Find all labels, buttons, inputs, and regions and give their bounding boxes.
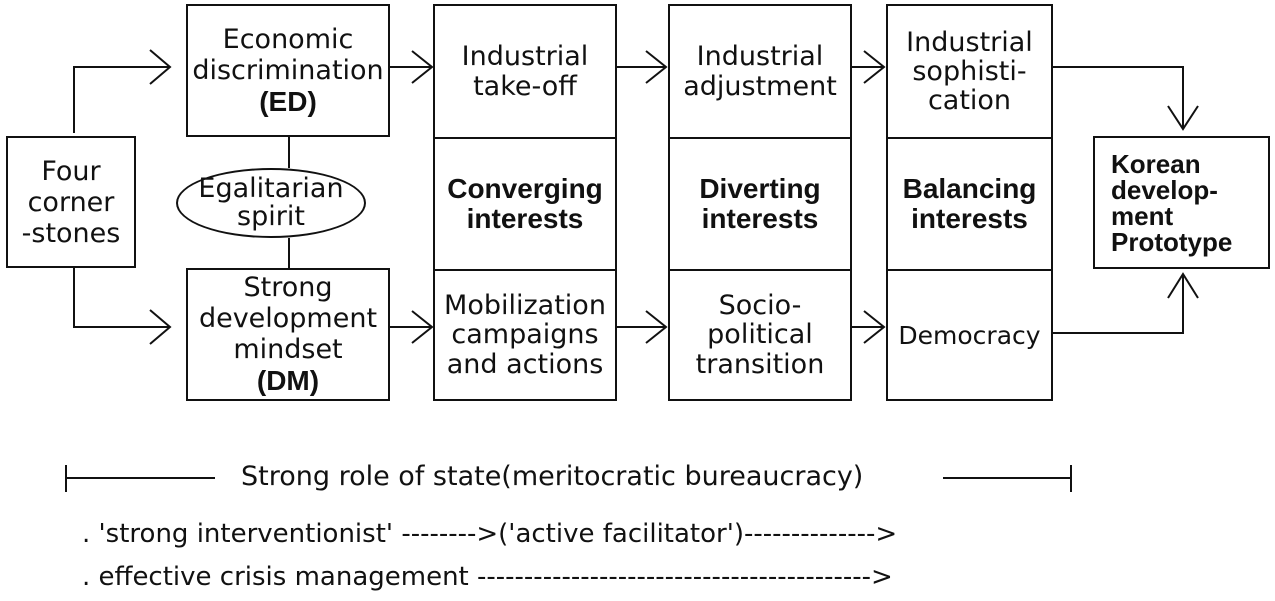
arrowhead bbox=[863, 310, 886, 344]
col3-bottom: Democracy bbox=[898, 320, 1041, 350]
arrow-cornerstones-to-dm bbox=[73, 268, 170, 328]
arrowhead bbox=[411, 310, 434, 344]
development-mindset-box: Strong development mindset (DM) bbox=[186, 268, 390, 401]
cornerstones-box: Four corner -stones bbox=[6, 136, 136, 268]
crisis-management-line: . effective crisis management ----------… bbox=[82, 562, 893, 592]
col1-bottom: Mobilization campaigns and actions bbox=[444, 290, 606, 380]
col3-top: Industrial sophisti- cation bbox=[906, 26, 1033, 117]
ed-label: Economic discrimination bbox=[192, 23, 384, 86]
cornerstones-label: Four corner -stones bbox=[21, 155, 121, 249]
stage-column-2: Industrial adjustment Diverting interest… bbox=[668, 4, 852, 401]
stage-column-3: Industrial sophisti- cation Balancing in… bbox=[886, 4, 1053, 401]
arrow-col3-to-prototype-bottom bbox=[1052, 274, 1184, 334]
arrowhead bbox=[149, 309, 172, 345]
prototype-label: Korean develop- ment Prototype bbox=[1111, 148, 1233, 257]
arrow-col3-to-prototype-top bbox=[1052, 66, 1184, 129]
col2-bottom: Socio- political transition bbox=[695, 290, 825, 380]
arrow-cornerstones-to-ed bbox=[73, 66, 170, 133]
arrowhead bbox=[645, 310, 668, 344]
col2-mid: Diverting interests bbox=[699, 172, 821, 234]
arrowhead bbox=[1167, 105, 1199, 131]
state-role-label: Strong role of state(meritocratic bureau… bbox=[241, 461, 864, 492]
stage-column-1: Industrial take-off Converging interests… bbox=[433, 4, 617, 401]
col2-top: Industrial adjustment bbox=[683, 41, 837, 102]
arrowhead bbox=[149, 49, 172, 85]
egalitarian-spirit-oval: Egalitarian spirit bbox=[176, 168, 366, 238]
economic-discrimination-box: Economic discrimination (ED) bbox=[186, 4, 390, 137]
korean-prototype-box: Korean develop- ment Prototype bbox=[1093, 136, 1270, 269]
arrowhead bbox=[863, 50, 886, 84]
col1-mid: Converging interests bbox=[447, 172, 603, 234]
interventionist-line: . 'strong interventionist' -------->('ac… bbox=[82, 519, 898, 549]
ed-abbrev: (ED) bbox=[259, 85, 317, 117]
arrowhead bbox=[1167, 272, 1199, 299]
col3-mid: Balancing interests bbox=[902, 172, 1037, 234]
arrowhead bbox=[411, 50, 434, 84]
arrowhead bbox=[645, 50, 668, 84]
dm-abbrev: (DM) bbox=[256, 365, 320, 396]
col1-top: Industrial take-off bbox=[461, 41, 589, 102]
egalitarian-label: Egalitarian spirit bbox=[198, 172, 344, 232]
dm-label: Strong development mindset bbox=[198, 272, 378, 365]
